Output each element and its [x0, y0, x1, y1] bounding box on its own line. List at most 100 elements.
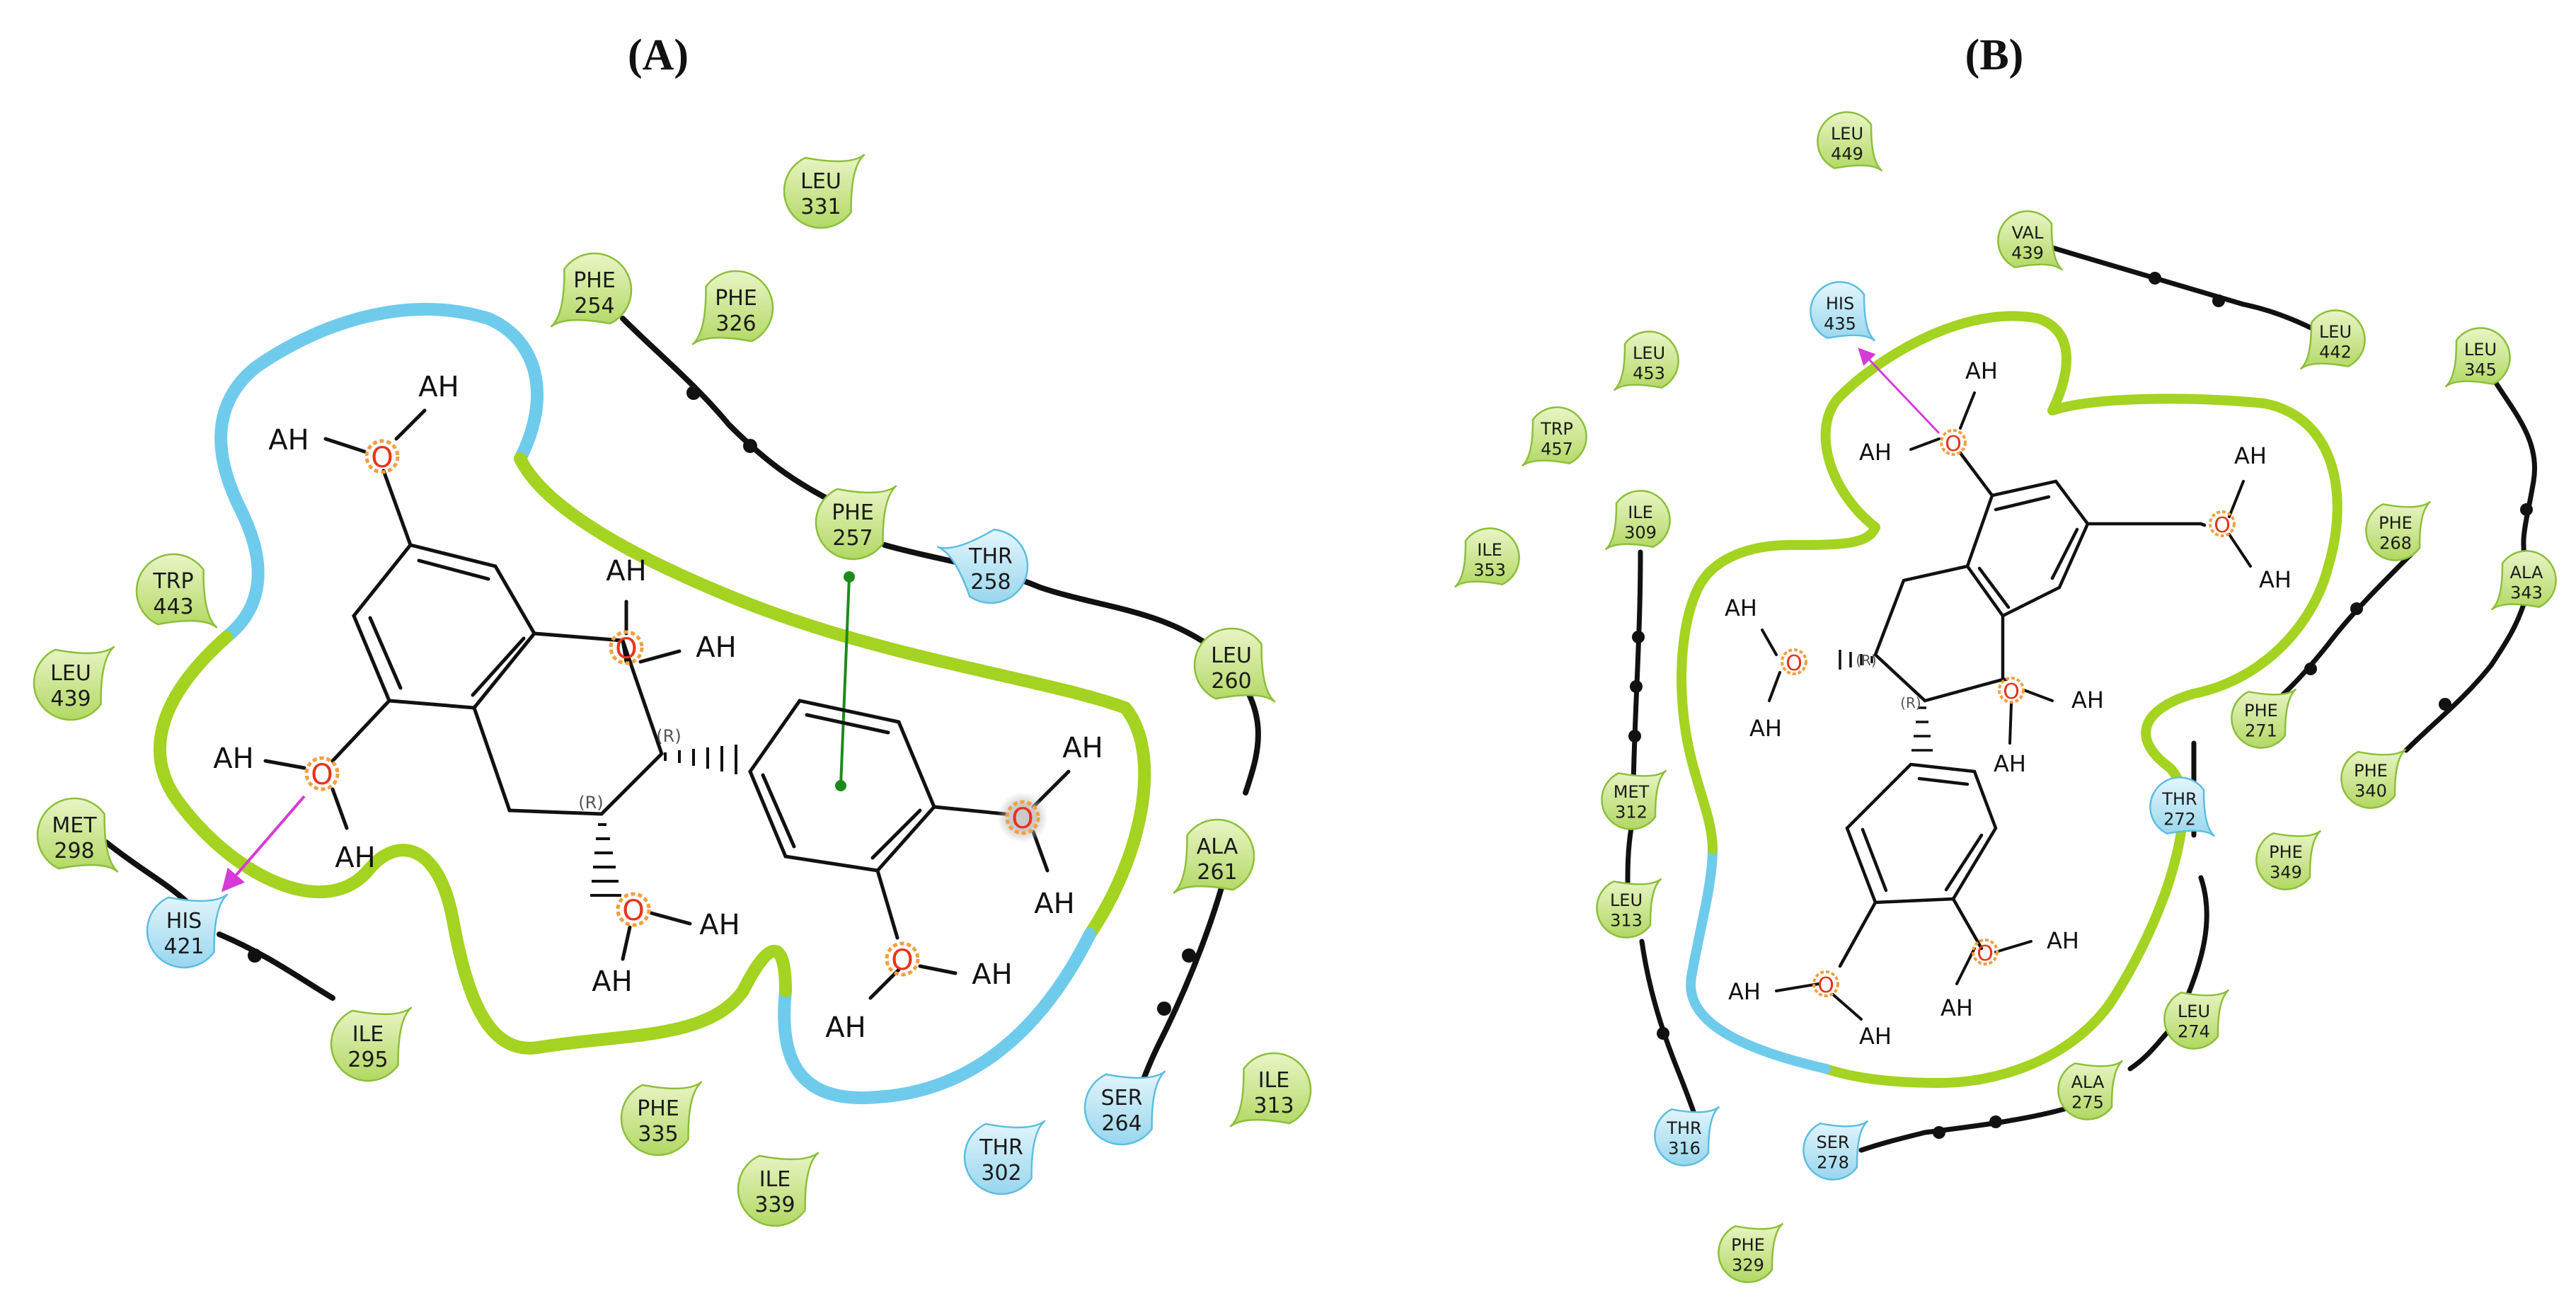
panel-b-label: (B) — [1965, 31, 2024, 79]
residue-name: VAL — [2012, 223, 2044, 243]
residue-number: 257 — [832, 526, 873, 551]
residue-number: 443 — [153, 595, 193, 619]
residue-shape — [783, 154, 866, 229]
oxygen-atom: O — [997, 792, 1048, 843]
oxygen-atom: O — [885, 941, 920, 977]
residue-number: 449 — [1831, 144, 1863, 164]
svg-text:O: O — [1977, 941, 1994, 966]
stereo-labels-b: (R) (R) — [1856, 652, 1921, 711]
oxygen-atom: O — [2209, 510, 2236, 538]
residue-number: 312 — [1615, 803, 1648, 822]
residue-name: HIS — [166, 909, 202, 934]
residue-number: 274 — [2178, 1022, 2210, 1042]
residue-shape — [135, 553, 218, 629]
residue-number: 435 — [1824, 314, 1856, 334]
svg-text:AH: AH — [1940, 994, 1973, 1021]
residue-shape — [1454, 527, 1520, 588]
residue-shape — [2163, 989, 2230, 1050]
residue-number: 345 — [2464, 360, 2497, 380]
residue-number: 295 — [347, 1048, 388, 1072]
residue-name: LEU — [1633, 343, 1665, 363]
residue-number: 258 — [970, 570, 1011, 595]
residue-number: 326 — [715, 311, 756, 336]
residue-number: 261 — [1197, 860, 1237, 885]
ligand-bonds-b — [1838, 451, 2207, 968]
residue-shape — [1654, 1106, 1720, 1166]
residue-number: 302 — [981, 1161, 1021, 1186]
svg-text:AH: AH — [1859, 1023, 1892, 1050]
residue-number: 331 — [800, 195, 841, 219]
hashed-wedges-a — [590, 745, 737, 897]
residue-shape — [330, 1006, 413, 1082]
residue-name: MET — [1614, 782, 1650, 802]
residue-shape — [1193, 627, 1276, 703]
oxygen-atom: O — [304, 756, 340, 791]
residue-shape — [2444, 327, 2511, 388]
svg-text:O: O — [622, 895, 644, 927]
residue-number: 313 — [1610, 911, 1643, 931]
residue-number: 439 — [2011, 243, 2044, 263]
svg-text:AH: AH — [1062, 732, 1103, 764]
svg-text:O: O — [2214, 513, 2231, 538]
oxygen-atom: O — [1998, 677, 2025, 704]
residue-name: PHE — [2269, 842, 2303, 862]
svg-text:O: O — [891, 944, 913, 977]
residue-shape — [2231, 688, 2297, 749]
residue-name: PHE — [1731, 1235, 1765, 1255]
residue-number: 339 — [754, 1193, 795, 1217]
residue-shape — [620, 1081, 703, 1157]
residue-name: THR — [2161, 789, 2197, 809]
residue-name: ILE — [352, 1022, 384, 1047]
svg-text:O: O — [1817, 973, 1834, 998]
residue-name: SER — [1101, 1086, 1143, 1111]
residue-name: TRP — [152, 569, 193, 594]
residue-number: 260 — [1211, 669, 1251, 694]
residue-name: PHE — [637, 1096, 679, 1121]
residue-shape — [1997, 210, 2064, 271]
svg-text:AH: AH — [2234, 442, 2267, 469]
residue-shape — [936, 528, 1029, 604]
residue-name: LEU — [50, 661, 91, 686]
residue-name: PHE — [715, 286, 757, 311]
svg-text:AH: AH — [606, 555, 646, 587]
residue-shape — [1613, 331, 1679, 391]
residue-name: ILE — [1477, 540, 1502, 560]
ligand-bonds-a — [330, 469, 1007, 940]
residue-name: LEU — [800, 169, 841, 194]
residue-name: TRP — [1540, 419, 1573, 439]
oh-bonds-b — [1761, 391, 2252, 1021]
residue-number: 264 — [1101, 1111, 1142, 1136]
residue-shape — [1810, 281, 1876, 342]
svg-text:O: O — [615, 633, 637, 665]
residue-number: 343 — [2510, 583, 2543, 603]
residue-shape — [1718, 1222, 1784, 1283]
residue-number: 275 — [2071, 1093, 2104, 1113]
residue-shape — [691, 270, 774, 345]
backbone-dots-a — [248, 386, 1196, 1016]
residue-number: 442 — [2319, 343, 2352, 362]
residue-shape — [1604, 490, 1671, 551]
residue-number: 316 — [1668, 1139, 1701, 1159]
pi-stack-line-a — [839, 576, 851, 786]
residue-number: 421 — [163, 934, 204, 959]
residue-name: THR — [968, 544, 1013, 569]
residue-shape — [1173, 818, 1255, 894]
residue-shape — [815, 485, 897, 561]
svg-text:O: O — [1945, 432, 1962, 457]
residue-name: THR — [1666, 1118, 1701, 1138]
oxygen-atom: O — [616, 892, 651, 927]
